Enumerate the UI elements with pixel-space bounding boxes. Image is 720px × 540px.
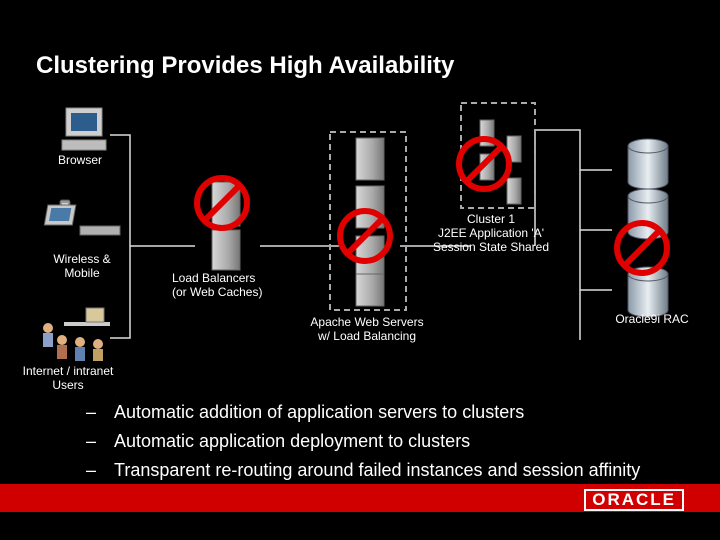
app-cluster-label: Cluster 1 J2EE Application 'A' Session S… — [432, 212, 550, 254]
oracle-logo: ORACLE — [584, 489, 684, 511]
load-balancer-servers — [211, 181, 241, 271]
connection-lines — [110, 129, 612, 340]
footer-bar — [0, 484, 720, 512]
web-servers-label: Apache Web Servers w/ Load Balancing — [310, 315, 424, 343]
no-symbol-icon — [337, 208, 393, 264]
app-cluster-box — [460, 102, 536, 209]
bullet-list: –Automatic addition of application serve… — [86, 398, 640, 485]
no-symbol-icon — [614, 220, 670, 276]
slide-title: Clustering Provides High Availability — [36, 52, 455, 79]
bullet-item: –Automatic application deployment to clu… — [86, 431, 471, 451]
web-server-group-box — [329, 131, 407, 311]
bullet-item: –Automatic addition of application serve… — [86, 402, 525, 422]
no-symbol-icon — [456, 136, 512, 192]
load-balancers-label: Load Balancers (or Web Caches) — [172, 271, 263, 299]
wireless-devices-icon — [43, 199, 121, 236]
wireless-label: Wireless & Mobile — [53, 252, 111, 280]
database-label: Oracle9i RAC — [615, 312, 689, 326]
cluster-diagram — [43, 102, 670, 361]
browser-pc-icon — [61, 107, 107, 151]
intranet-users-icon — [43, 307, 110, 361]
rac-database-icon — [627, 138, 669, 318]
bullet-item: –Transparent re-routing around failed in… — [86, 460, 641, 480]
intranet-users-label: Internet / intranet Users — [22, 364, 114, 392]
web-servers — [355, 137, 385, 307]
browser-label: Browser — [57, 153, 102, 167]
no-symbol-icon — [194, 175, 250, 231]
